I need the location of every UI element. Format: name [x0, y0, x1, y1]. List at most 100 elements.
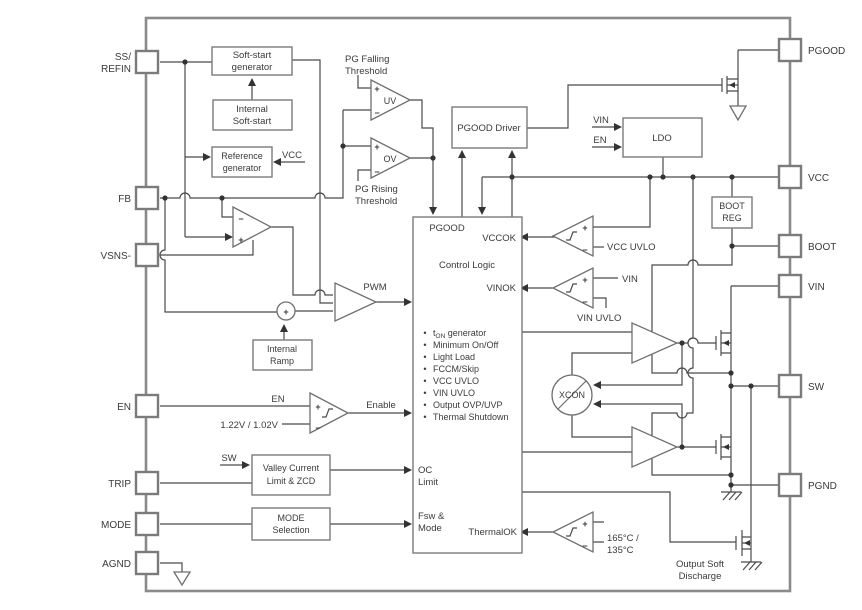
svg-text:ThermalOK: ThermalOK: [468, 527, 517, 538]
svg-text:Reference: Reference: [221, 151, 263, 161]
svg-text:SW: SW: [221, 453, 236, 464]
svg-text:VIN: VIN: [622, 274, 638, 285]
ic-outline: [144, 16, 792, 593]
ground-icon-pgood-fet: [728, 105, 748, 122]
hysteresis-icon: [566, 527, 577, 537]
svg-text:−: −: [582, 297, 587, 307]
svg-text:Ramp: Ramp: [270, 356, 294, 366]
mosfet-icon-highside: [715, 330, 732, 356]
svg-text:EN: EN: [593, 135, 606, 146]
svg-text:PWM: PWM: [363, 282, 386, 293]
block-reference-generator: Reference generator: [211, 146, 273, 178]
svg-text:SW: SW: [808, 382, 825, 393]
svg-text:VCC UVLO: VCC UVLO: [607, 242, 656, 253]
svg-text:PG Rising: PG Rising: [355, 184, 398, 195]
svg-text:−: −: [374, 167, 379, 177]
ground-icon-pgnd: [721, 491, 743, 501]
mosfet-icon-soft-discharge: [735, 530, 752, 556]
pin-pgnd: [777, 472, 803, 498]
pin-vin: [777, 273, 803, 299]
svg-text:•: •: [423, 388, 426, 398]
svg-text:Light Load: Light Load: [433, 352, 475, 362]
svg-text:−: −: [315, 423, 320, 433]
block-soft-start-generator: Soft-start generator: [211, 46, 293, 76]
hysteresis-icon: [566, 231, 577, 241]
svg-text:SS/: SS/: [115, 52, 131, 63]
block-internal-soft-start: Internal Soft-start: [212, 99, 293, 131]
block-valley-current-limit: Valley Current Limit & ZCD: [251, 454, 331, 496]
svg-text:•: •: [423, 352, 426, 362]
wires: [159, 49, 778, 572]
control-logic-bullet-list: • tON generator • Minimum On/Off • Light…: [423, 328, 508, 422]
pin-trip: [134, 470, 160, 496]
svg-text:•: •: [423, 328, 426, 338]
lowside-gate-driver: [631, 425, 679, 469]
svg-text:•: •: [423, 340, 426, 350]
pin-ss-refin: [134, 49, 160, 75]
svg-text:•: •: [423, 400, 426, 410]
highside-gate-driver: [631, 321, 679, 365]
svg-text:BOOT: BOOT: [719, 201, 745, 211]
svg-text:Internal: Internal: [236, 104, 268, 115]
svg-text:1.22V / 1.02V: 1.22V / 1.02V: [220, 420, 278, 431]
pwm-comparator: PWM: [334, 281, 387, 323]
svg-text:Internal: Internal: [267, 344, 297, 354]
svg-text:PGOOD: PGOOD: [808, 46, 845, 57]
svg-text:tON generator: tON generator: [433, 328, 486, 340]
mosfet-icon-pgood: [721, 76, 739, 94]
svg-text:EN: EN: [271, 394, 284, 405]
hysteresis-icon: [566, 283, 577, 293]
svg-text:Valley Current: Valley Current: [263, 463, 320, 473]
svg-text:generator: generator: [223, 163, 262, 173]
pin-vcc: [777, 164, 803, 190]
svg-text:Minimum On/Off: Minimum On/Off: [433, 340, 499, 350]
signal-labels: PG Falling Threshold PG Rising Threshold…: [220, 54, 724, 582]
pin-sw: [777, 373, 803, 399]
xcon-block: XCON: [551, 374, 593, 416]
svg-text:VIN UVLO: VIN UVLO: [577, 313, 621, 324]
pin-en: [134, 393, 160, 419]
pins-right: PGOOD VCC BOOT VIN SW PGND: [777, 37, 845, 498]
block-control-logic: PGOOD VCCOK Control Logic VINOK • tON ge…: [412, 216, 523, 554]
svg-text:PGND: PGND: [808, 481, 837, 492]
pin-mode: [134, 511, 160, 537]
arrowheads: [203, 78, 622, 536]
svg-text:VCCOK: VCCOK: [482, 233, 516, 244]
svg-text:VCC: VCC: [282, 150, 302, 161]
svg-text:VIN UVLO: VIN UVLO: [433, 388, 475, 398]
pin-vsns: [134, 242, 160, 268]
svg-text:+: +: [582, 519, 587, 529]
svg-text:PGOOD: PGOOD: [429, 223, 465, 234]
svg-text:VCC: VCC: [808, 173, 829, 184]
svg-text:MODE: MODE: [278, 513, 305, 523]
svg-text:165°C /: 165°C /: [607, 533, 639, 544]
svg-text:−: −: [582, 541, 587, 551]
svg-text:LDO: LDO: [652, 133, 672, 144]
svg-text:•: •: [423, 412, 426, 422]
block-mode-selection: MODE Selection: [251, 507, 331, 541]
svg-text:+: +: [283, 307, 288, 317]
svg-text:135°C: 135°C: [607, 545, 634, 556]
svg-text:Threshold: Threshold: [355, 196, 397, 207]
ground-icon-soft-discharge: [741, 561, 763, 571]
hysteresis-icon: [322, 408, 333, 418]
svg-text:TRIP: TRIP: [108, 479, 131, 490]
blocks: Soft-start generator Internal Soft-start…: [211, 46, 753, 541]
svg-text:Mode: Mode: [418, 523, 442, 534]
mosfet-icon-lowside: [715, 434, 732, 460]
svg-text:VCC UVLO: VCC UVLO: [433, 376, 479, 386]
svg-text:Output OVP/UVP: Output OVP/UVP: [433, 400, 503, 410]
svg-text:PG Falling: PG Falling: [345, 54, 389, 65]
svg-text:+: +: [582, 223, 587, 233]
svg-text:EN: EN: [117, 402, 131, 413]
svg-text:−: −: [374, 108, 379, 118]
svg-text:−: −: [582, 245, 587, 255]
junction-dots: [162, 59, 754, 488]
svg-text:Enable: Enable: [366, 400, 396, 411]
summing-node: +: [276, 301, 296, 321]
pin-pgood: [777, 37, 803, 63]
svg-text:Soft-start: Soft-start: [233, 50, 272, 61]
svg-text:Discharge: Discharge: [679, 571, 722, 582]
svg-text:FCCM/Skip: FCCM/Skip: [433, 364, 479, 374]
